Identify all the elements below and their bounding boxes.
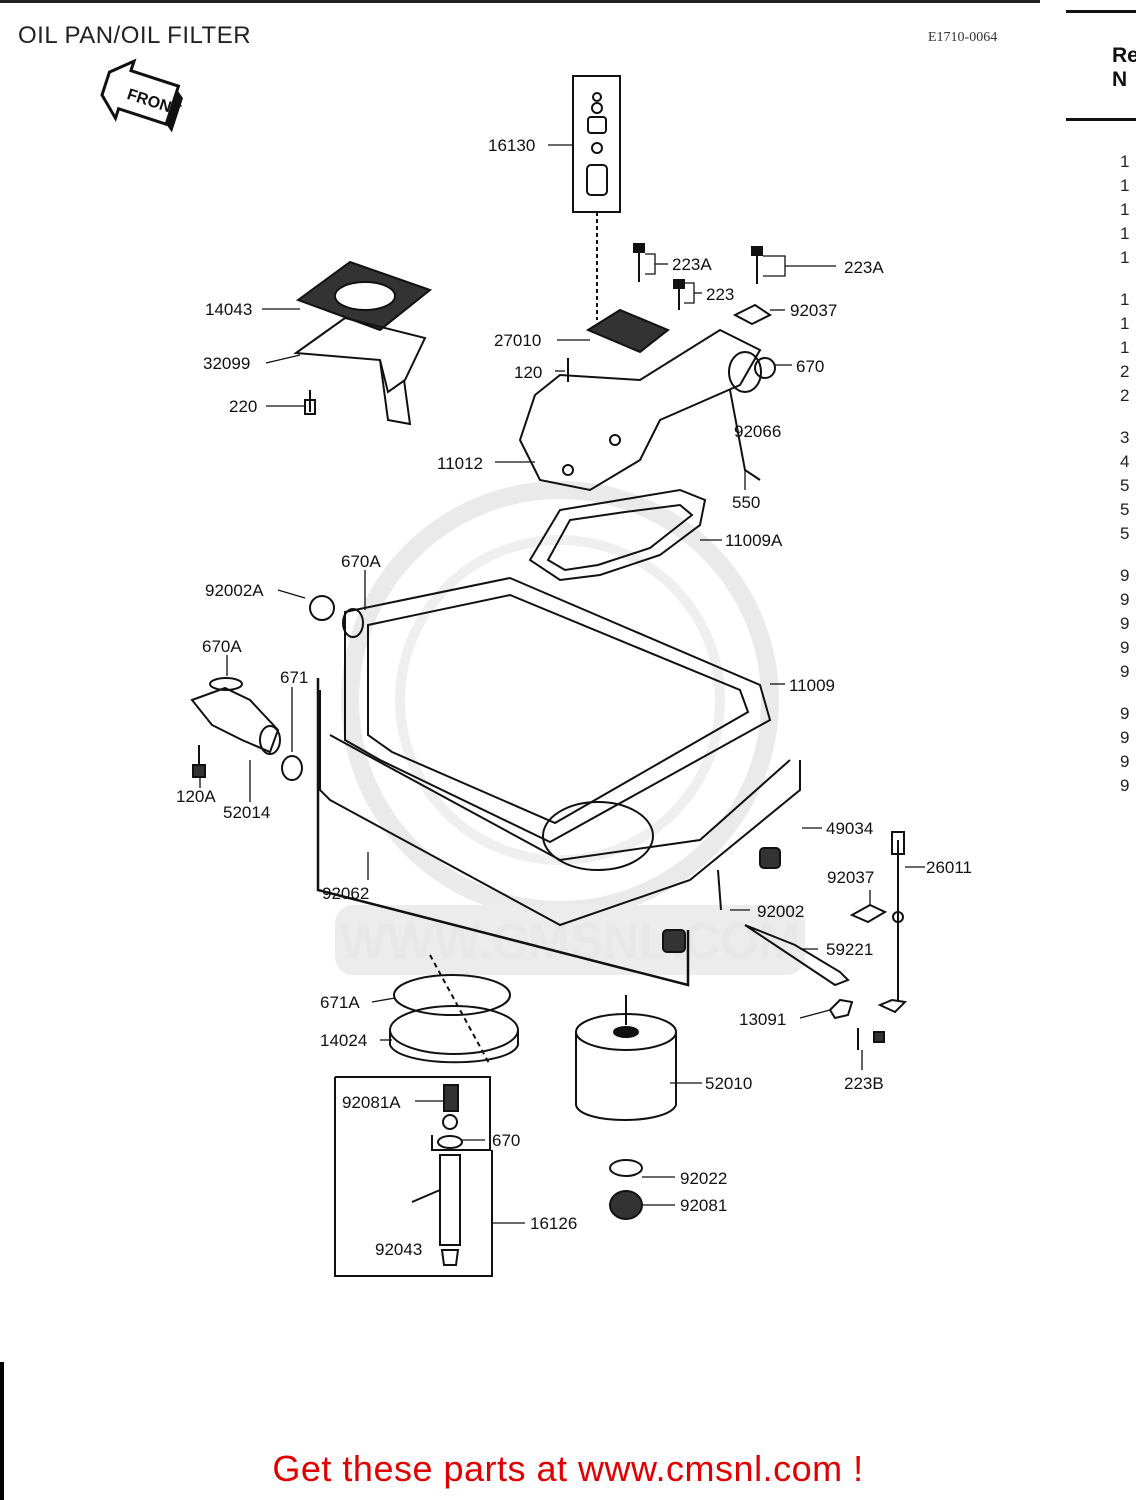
pickup-pipe-52014 (190, 595, 364, 781)
oil-pan-49034 (316, 576, 801, 987)
label-92062[interactable]: 92062 (322, 884, 369, 903)
label-670-lower[interactable]: 670 (492, 1131, 520, 1150)
part-number-labels: 16130 223A 223A 223 92037 14043 32099 27… (176, 136, 972, 1259)
label-92043[interactable]: 92043 (375, 1240, 422, 1259)
label-11009[interactable]: 11009 (789, 676, 835, 695)
label-92022[interactable]: 92022 (680, 1169, 727, 1188)
label-550[interactable]: 550 (732, 493, 760, 512)
label-16130[interactable]: 16130 (488, 136, 535, 155)
page-title: OIL PAN/OIL FILTER (18, 22, 252, 49)
left-edge-bar (0, 1362, 4, 1500)
label-49034[interactable]: 49034 (826, 819, 873, 838)
reference-column-item: 1 (1120, 290, 1130, 309)
label-120[interactable]: 120 (514, 363, 542, 382)
column-rule-bottom (1066, 118, 1136, 121)
label-14043[interactable]: 14043 (205, 300, 252, 319)
label-92037-right[interactable]: 92037 (827, 868, 874, 887)
leader-lines (199, 144, 925, 1224)
label-26011[interactable]: 26011 (926, 858, 972, 877)
label-27010[interactable]: 27010 (494, 331, 541, 350)
gasket-11009A (528, 488, 707, 582)
reference-column-item: 5 (1120, 500, 1130, 519)
label-671A[interactable]: 671A (320, 993, 360, 1012)
exploded-parts-diagram: WWW.CMSNL.COM FRONT (100, 58, 972, 1277)
reference-column-item: 1 (1120, 224, 1130, 243)
watermark: WWW.CMSNL.COM (335, 481, 805, 975)
reference-column-item: 3 (1120, 428, 1130, 447)
reference-column-item: 2 (1120, 386, 1130, 405)
reference-column-item: 9 (1120, 614, 1130, 633)
pump-body-11012 (518, 308, 776, 492)
front-arrow-icon: FRONT (100, 58, 184, 133)
reference-column-item: 1 (1120, 176, 1130, 195)
reference-column-item: 5 (1120, 476, 1130, 495)
label-670A-lower[interactable]: 670A (202, 637, 242, 656)
reference-column-item: 1 (1120, 314, 1130, 333)
diagram-code: E1710-0064 (928, 30, 998, 45)
reference-column-item: 1 (1120, 152, 1130, 171)
reference-column-item: 1 (1120, 248, 1130, 267)
filter-element-14024 (389, 954, 519, 1066)
reference-column-item: 2 (1120, 362, 1130, 381)
label-32099[interactable]: 32099 (203, 354, 250, 373)
filter-cover-14043 (293, 260, 433, 426)
oil-filter-52010 (575, 995, 677, 1220)
reference-column-item: 9 (1120, 638, 1130, 657)
label-11009A[interactable]: 11009A (725, 531, 783, 550)
reference-column-item: 9 (1120, 566, 1130, 585)
label-670-top[interactable]: 670 (796, 357, 824, 376)
reference-column: Re N 1 1 1 1 1 1 1 1 2 2 3 4 5 5 5 9 9 9 9 9 9 9 9 9 (1066, 0, 1136, 800)
label-223B[interactable]: 223B (844, 1074, 884, 1093)
label-59221[interactable]: 59221 (826, 940, 873, 959)
label-670A-upper[interactable]: 670A (341, 552, 381, 571)
bolt-group (633, 243, 772, 326)
reference-column-item: 9 (1120, 704, 1130, 723)
right-side-parts (717, 831, 908, 1050)
label-92002[interactable]: 92002 (757, 902, 804, 921)
label-223A-right[interactable]: 223A (844, 258, 884, 277)
reference-column-item: 9 (1120, 752, 1130, 771)
reference-column-item: 9 (1120, 590, 1130, 609)
label-13091[interactable]: 13091 (739, 1010, 786, 1029)
bypass-valve-16126 (334, 1076, 493, 1277)
reference-column-item: 9 (1120, 662, 1130, 681)
label-220[interactable]: 220 (229, 397, 257, 416)
label-16126[interactable]: 16126 (530, 1214, 577, 1233)
label-223A-left[interactable]: 223A (672, 255, 712, 274)
column-rule-top (1066, 10, 1136, 13)
label-92002A[interactable]: 92002A (205, 581, 264, 600)
reference-column-item: 5 (1120, 524, 1130, 543)
label-671[interactable]: 671 (280, 668, 308, 687)
reference-column-heading: Re N (1112, 44, 1136, 91)
label-92037-top[interactable]: 92037 (790, 301, 837, 320)
top-rule (0, 0, 1040, 3)
reference-column-item: 4 (1120, 452, 1130, 471)
label-52014[interactable]: 52014 (223, 803, 270, 822)
reference-column-item: 1 (1120, 200, 1130, 219)
relief-valve-16130 (572, 75, 621, 320)
label-52010[interactable]: 52010 (705, 1074, 752, 1093)
reference-column-item: 9 (1120, 776, 1130, 795)
reference-column-item: 9 (1120, 728, 1130, 747)
label-120A[interactable]: 120A (176, 787, 216, 806)
label-92081[interactable]: 92081 (680, 1196, 727, 1215)
cta-link[interactable]: Get these parts at www.cmsnl.com ! (272, 1448, 864, 1489)
label-11012[interactable]: 11012 (437, 454, 483, 473)
label-14024[interactable]: 14024 (320, 1031, 367, 1050)
label-223[interactable]: 223 (706, 285, 734, 304)
label-92066[interactable]: 92066 (734, 422, 781, 441)
reference-column-item: 1 (1120, 338, 1130, 357)
label-92081A[interactable]: 92081A (342, 1093, 401, 1112)
